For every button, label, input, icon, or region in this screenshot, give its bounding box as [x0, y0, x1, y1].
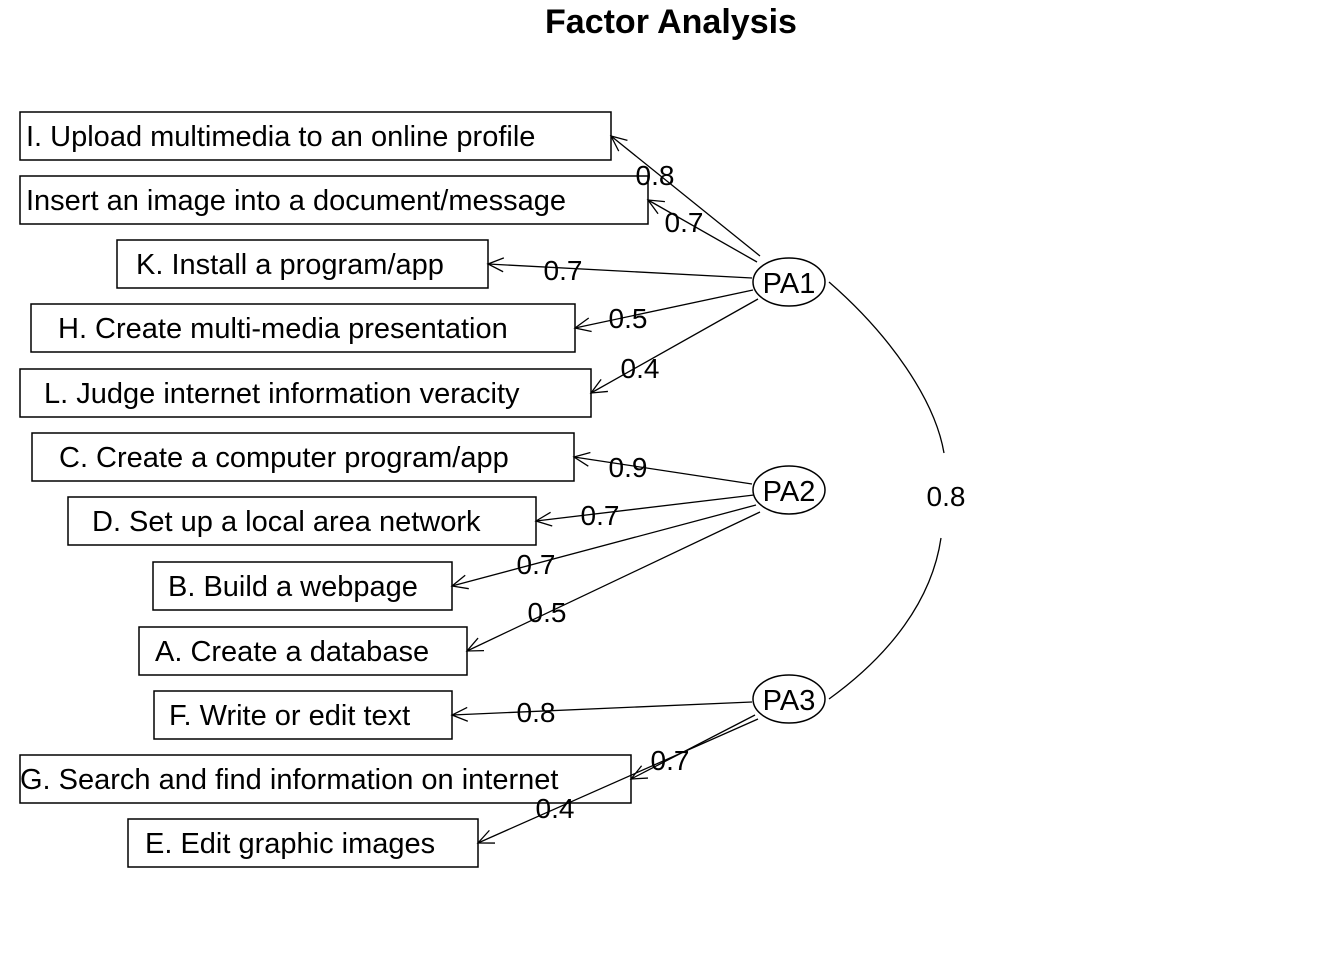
loading-edges	[450, 135, 761, 844]
factor-node-pa3	[752, 674, 826, 724]
loading-label-f: 0.8	[517, 697, 556, 728]
diagram-title: Factor Analysis	[545, 3, 797, 41]
loading-edge-pa1-j	[647, 199, 758, 263]
item-box-h	[30, 303, 576, 353]
item-box-l	[19, 368, 592, 418]
item-label-e: E. Edit graphic images	[145, 828, 435, 860]
loading-edge-pa1-k	[487, 263, 753, 279]
loading-edge-pa2-d	[535, 494, 755, 522]
loading-edge-pa3-g	[630, 714, 756, 780]
factor-node-pa2	[752, 465, 826, 515]
item-label-l: L. Judge internet information veracity	[44, 378, 520, 410]
item-label-j: Insert an image into a document/message	[26, 185, 566, 217]
item-box-k	[116, 239, 489, 289]
loading-label-a: 0.5	[528, 597, 567, 628]
loading-edge-pa2-a	[466, 511, 761, 652]
correlation-label-pa1-pa3: 0.8	[927, 481, 966, 512]
item-box-a	[138, 626, 468, 676]
item-box-j	[19, 175, 649, 225]
factor-label-pa1: PA1	[763, 268, 816, 300]
item-label-f: F. Write or edit text	[169, 700, 410, 732]
item-label-d: D. Set up a local area network	[92, 506, 481, 538]
loading-label-i: 0.8	[636, 160, 675, 191]
item-label-i: I. Upload multimedia to an online profil…	[26, 121, 535, 153]
item-box-c	[31, 432, 575, 482]
loading-edge-pa2-b	[451, 504, 757, 587]
item-box-i	[19, 111, 612, 161]
loading-labels: 0.8 0.7 0.7 0.5 0.4 0.9 0.7 0.7 0.5 0.8 0.7 0.4	[517, 160, 704, 824]
loading-label-b: 0.7	[517, 549, 556, 580]
item-label-b: B. Build a webpage	[168, 571, 418, 603]
loading-label-g: 0.7	[651, 745, 690, 776]
loading-edge-pa3-e	[477, 718, 759, 844]
loading-edge-pa1-i	[610, 135, 761, 257]
loading-label-h: 0.5	[609, 303, 648, 334]
loading-edge-pa1-l	[590, 298, 759, 394]
loading-label-d: 0.7	[581, 500, 620, 531]
indicator-items: I. Upload multimedia to an online profil…	[19, 111, 649, 868]
item-label-h: H. Create multi-media presentation	[58, 313, 508, 345]
item-box-d	[67, 496, 537, 546]
item-box-e	[127, 818, 479, 868]
loading-edge-pa1-h	[574, 289, 754, 329]
loading-label-e: 0.4	[536, 793, 575, 824]
loading-label-k: 0.7	[544, 255, 583, 286]
item-label-a: A. Create a database	[155, 636, 429, 668]
loading-edge-pa2-c	[573, 456, 753, 485]
loading-label-c: 0.9	[609, 452, 648, 483]
correlation-arc-upper-pa1-pa3	[828, 281, 945, 454]
factor-label-pa2: PA2	[763, 476, 816, 508]
item-box-b	[152, 561, 453, 611]
factor-correlations: 0.8	[828, 281, 966, 700]
factor-label-pa3: PA3	[763, 685, 816, 717]
item-label-g: G. Search and find information on intern…	[20, 764, 558, 796]
item-box-g	[19, 754, 632, 804]
correlation-arc-lower-pa1-pa3	[828, 537, 942, 700]
factor-node-pa1	[752, 257, 826, 307]
loading-label-j: 0.7	[665, 207, 704, 238]
item-label-c: C. Create a computer program/app	[59, 442, 509, 474]
item-label-k: K. Install a program/app	[136, 249, 444, 281]
loading-label-l: 0.4	[621, 353, 660, 384]
item-box-f	[153, 690, 453, 740]
loading-edge-pa3-f	[451, 701, 753, 716]
